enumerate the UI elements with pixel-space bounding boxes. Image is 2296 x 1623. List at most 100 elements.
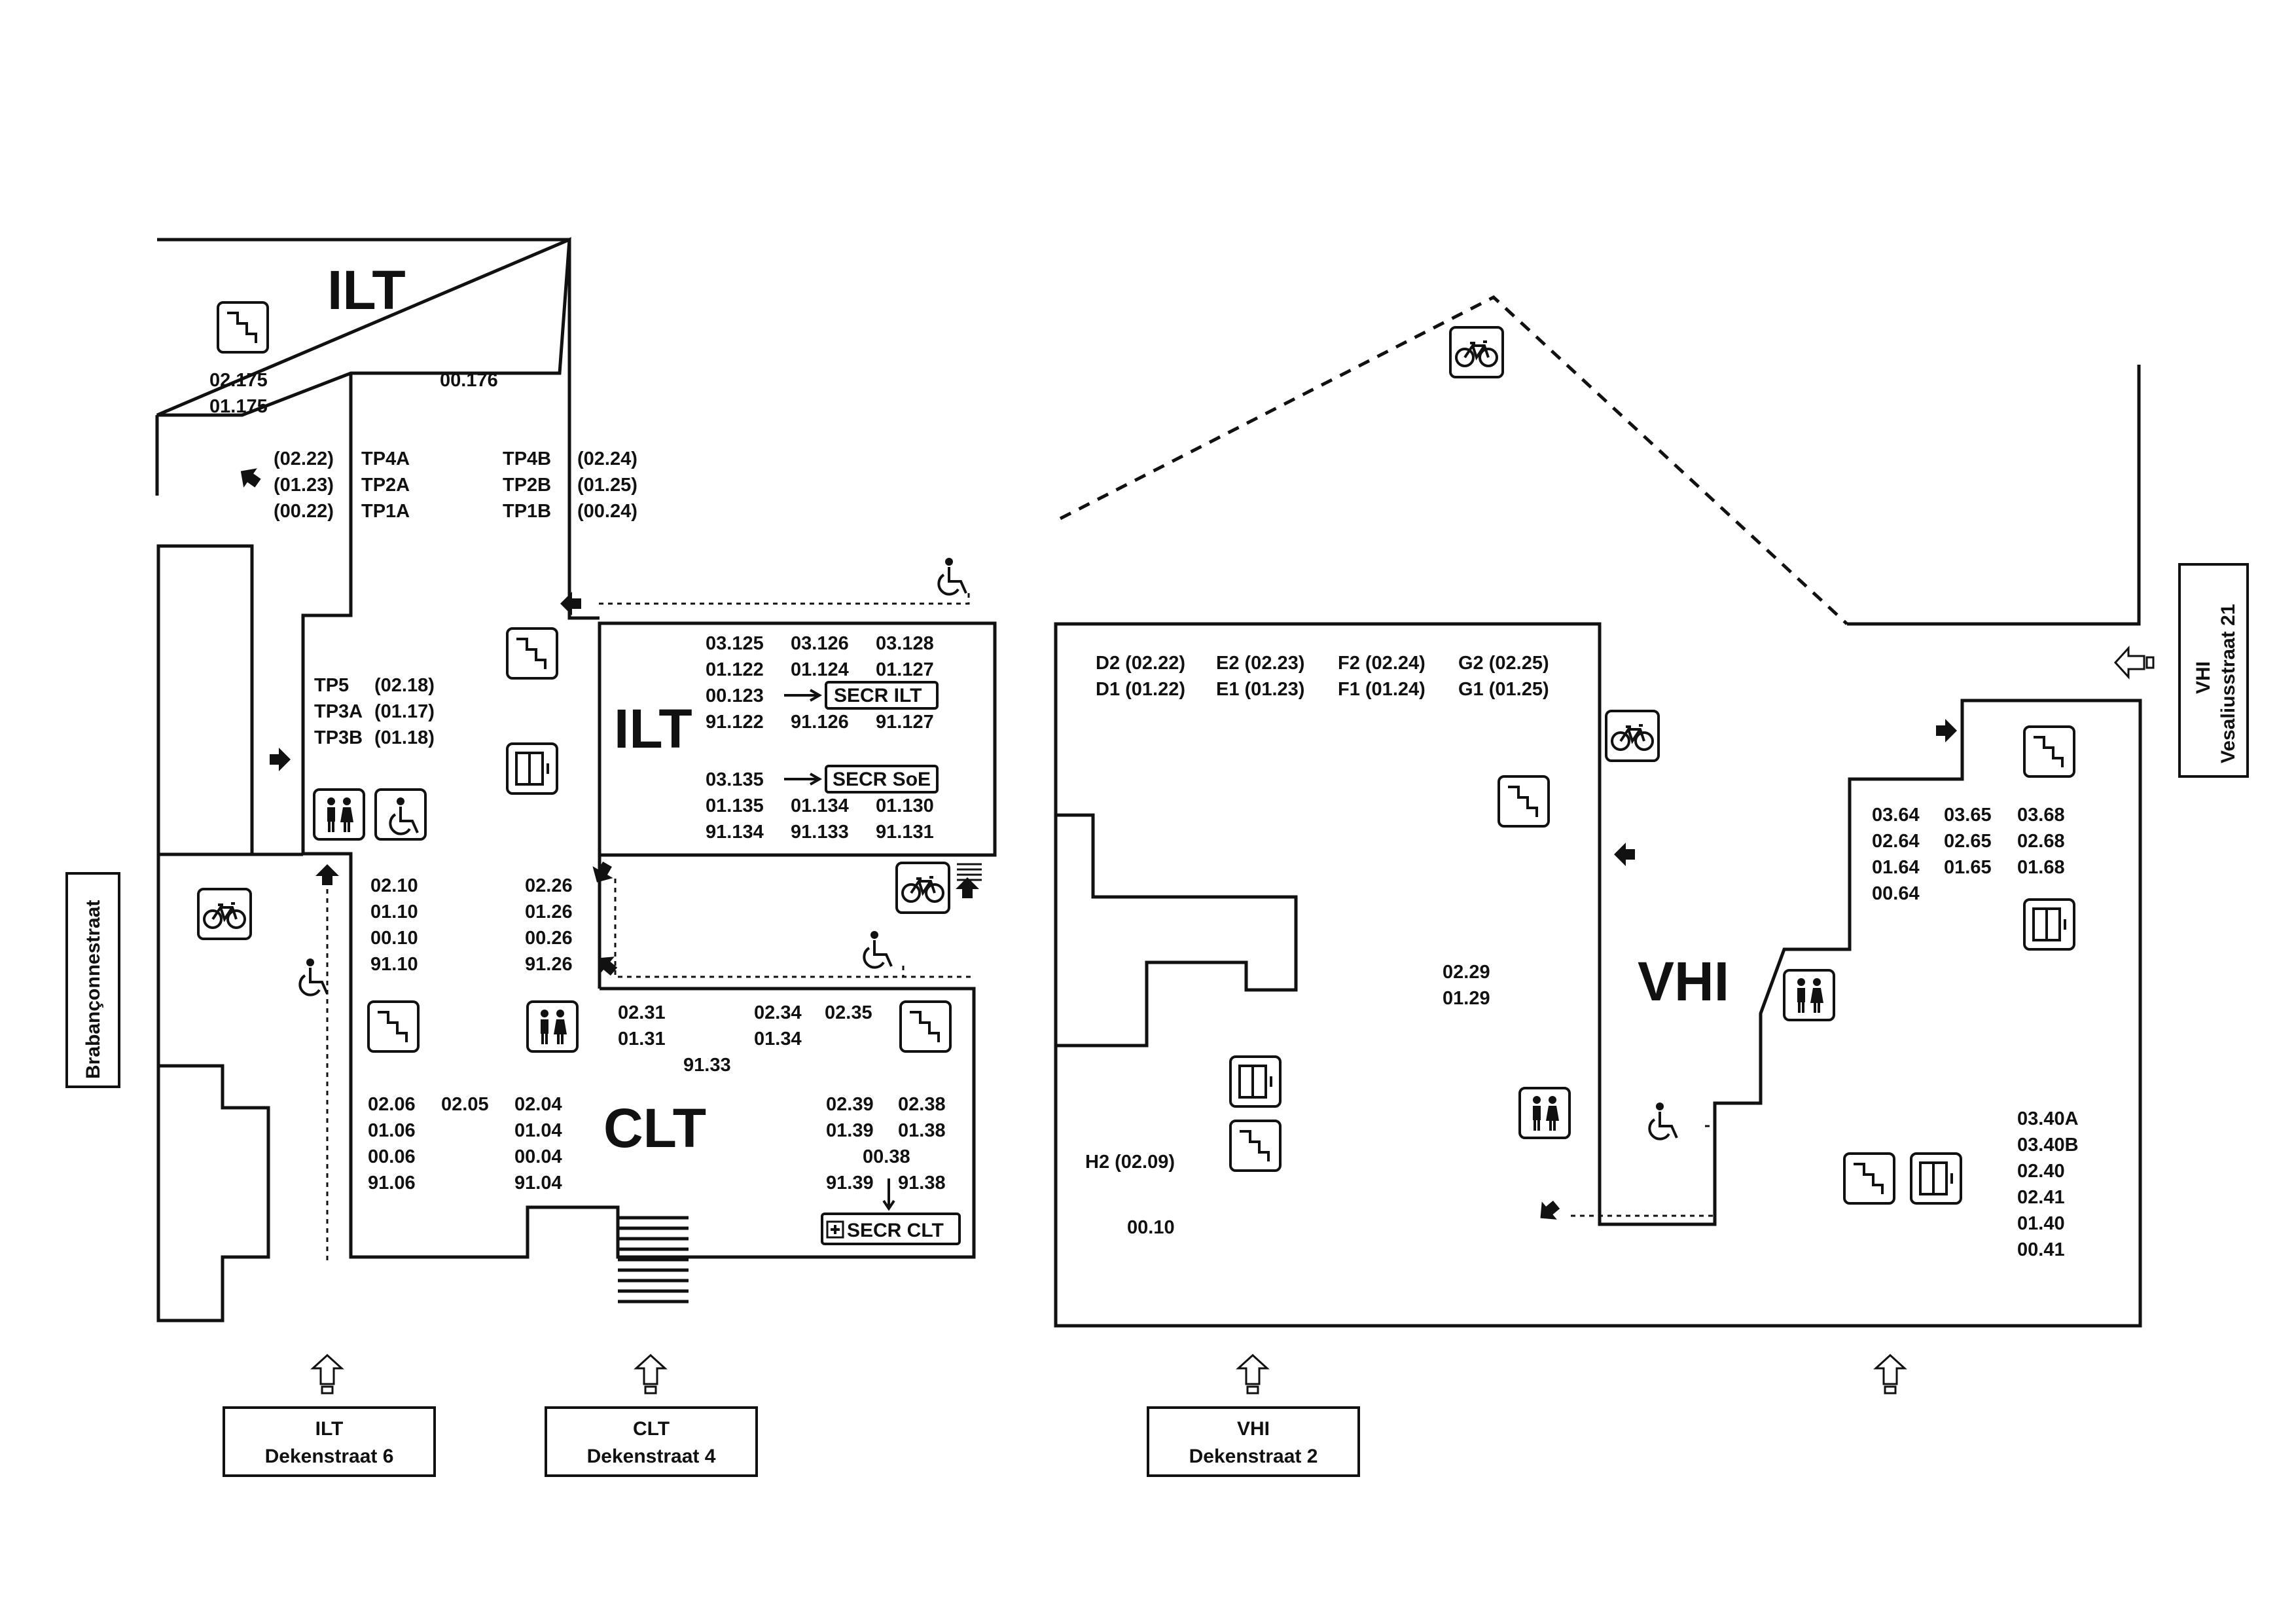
room-number: 01.31 [618,1029,666,1049]
room-number: 91.122 [706,712,764,733]
entrance-arrow-icon [1237,1354,1268,1395]
room-number: 03.68 [2017,805,2065,826]
room-number: 01.26 [525,902,573,922]
room-number: 03.135 [706,769,764,790]
bicycle-icon [1605,710,1660,762]
room-number: 01.124 [791,659,849,680]
vhi-building [1054,295,2142,1328]
bicycle-icon [1449,326,1504,378]
room-number: 00.04 [514,1146,562,1167]
room-number: TP4B [503,448,551,469]
room-number: 91.131 [876,822,934,843]
room-number: 01.10 [370,902,418,922]
arrow-icon [882,1178,895,1211]
entrance-street: Dekenstraat 2 [1189,1446,1318,1467]
arrow-icon [1614,843,1635,866]
room-number: G2 (02.25) [1458,653,1549,674]
room-labels-vhi: D2 (02.22) E2 (02.23) F2 (02.24) G2 (02.… [1085,653,2079,1260]
room-number: TP3A [314,701,363,722]
accessible-route [1571,1103,1716,1217]
room-number: 91.134 [706,822,764,843]
room-number: G1 (01.25) [1458,679,1549,700]
stairs-icon [1229,1120,1282,1172]
room-number: 02.10 [370,875,418,896]
room-number: 91.10 [370,954,418,975]
secr-ilt-label: SECR ILT [834,685,922,706]
secr-clt-label: SECR CLT [847,1220,944,1241]
room-number: 03.40B [2017,1135,2079,1156]
arrow-icon [560,592,581,615]
room-number: 91.133 [791,822,849,843]
room-number: 01.65 [1944,857,1992,878]
room-number: 02.04 [514,1094,562,1115]
room-number: 02.39 [826,1094,874,1115]
room-number: 00.10 [370,928,418,949]
wheelchair-icon [298,957,329,996]
room-number: 01.40 [2017,1213,2065,1234]
room-number: 01.175 [209,396,268,417]
room-number: 01.127 [876,659,934,680]
room-number: TP2B [503,475,551,496]
building-label-clt: CLT [603,1097,706,1159]
room-number: 91.127 [876,712,934,733]
room-number: 02.05 [441,1094,489,1115]
arrow-icon [270,748,291,771]
wheelchair-icon [937,556,967,596]
room-number: 01.06 [368,1120,416,1141]
arrow-icon [1936,719,1957,742]
room-number: 00.26 [525,928,573,949]
building-label-ilt: ILT [327,259,406,321]
entrance-street: Dekenstraat 6 [265,1446,394,1467]
room-number: 01.64 [1872,857,1920,878]
ilt-north-building [155,237,976,1259]
room-labels-ilt-block: 03.125 03.126 03.128 01.122 01.124 01.12… [706,633,934,843]
room-number: (01.25) [577,475,637,496]
entrance-title: VHI [1237,1418,1270,1440]
room-number: TP1A [361,501,410,522]
room-number: (02.22) [274,448,334,469]
room-number: 01.29 [1443,988,1490,1009]
entrance-arrow-icon [635,1354,666,1395]
building-label-vhi: VHI [2193,661,2214,694]
toilet-icon [1783,969,1835,1021]
room-number: 02.64 [1872,831,1920,852]
room-number: (01.23) [274,475,334,496]
room-number: F1 (01.24) [1338,679,1426,700]
elevator-icon [506,742,558,795]
toilet-icon [313,788,365,841]
arrow-icon [315,864,339,885]
room-number: 01.130 [876,795,934,816]
room-number: 02.06 [368,1094,416,1115]
building-label-ilt: ILT [614,698,692,759]
secr-soe-sign: SECR SoE [784,765,939,793]
room-number: 91.39 [826,1173,874,1194]
entrance-arrow-icon [2114,647,2155,678]
room-number: E1 (01.23) [1216,679,1304,700]
room-number: (02.24) [577,448,637,469]
room-number: (01.17) [374,701,435,722]
arrow-icon [784,689,823,702]
entrance-title: CLT [633,1418,670,1440]
clt-entrance-steps [618,1216,689,1304]
elevator-icon [1910,1152,1962,1205]
room-number: 02.175 [209,370,268,391]
toilet-icon [526,1000,579,1053]
room-number: 03.126 [791,633,849,654]
secr-clt-sign: SECR CLT [821,1213,961,1245]
room-number: 91.04 [514,1173,562,1194]
room-number: 91.06 [368,1173,416,1194]
room-labels-tp: (02.22) (01.23) (00.22) TP4A TP2A TP1A T… [274,448,637,748]
arrow-icon [234,461,265,493]
room-number: E2 (02.23) [1216,653,1304,674]
room-number: 02.40 [2017,1161,2065,1182]
entrance-title: ILT [315,1418,344,1440]
room-number: TP1B [503,501,551,522]
entrance-arrow-icon [1874,1354,1906,1395]
room-number: 00.10 [1127,1217,1175,1238]
stairs-icon [217,301,269,354]
wheelchair-icon [1648,1101,1678,1140]
street-name: Vesaliusstraat 21 [2217,604,2239,763]
room-number: 03.40A [2017,1108,2079,1129]
entrance-arrow-icon [312,1354,343,1395]
